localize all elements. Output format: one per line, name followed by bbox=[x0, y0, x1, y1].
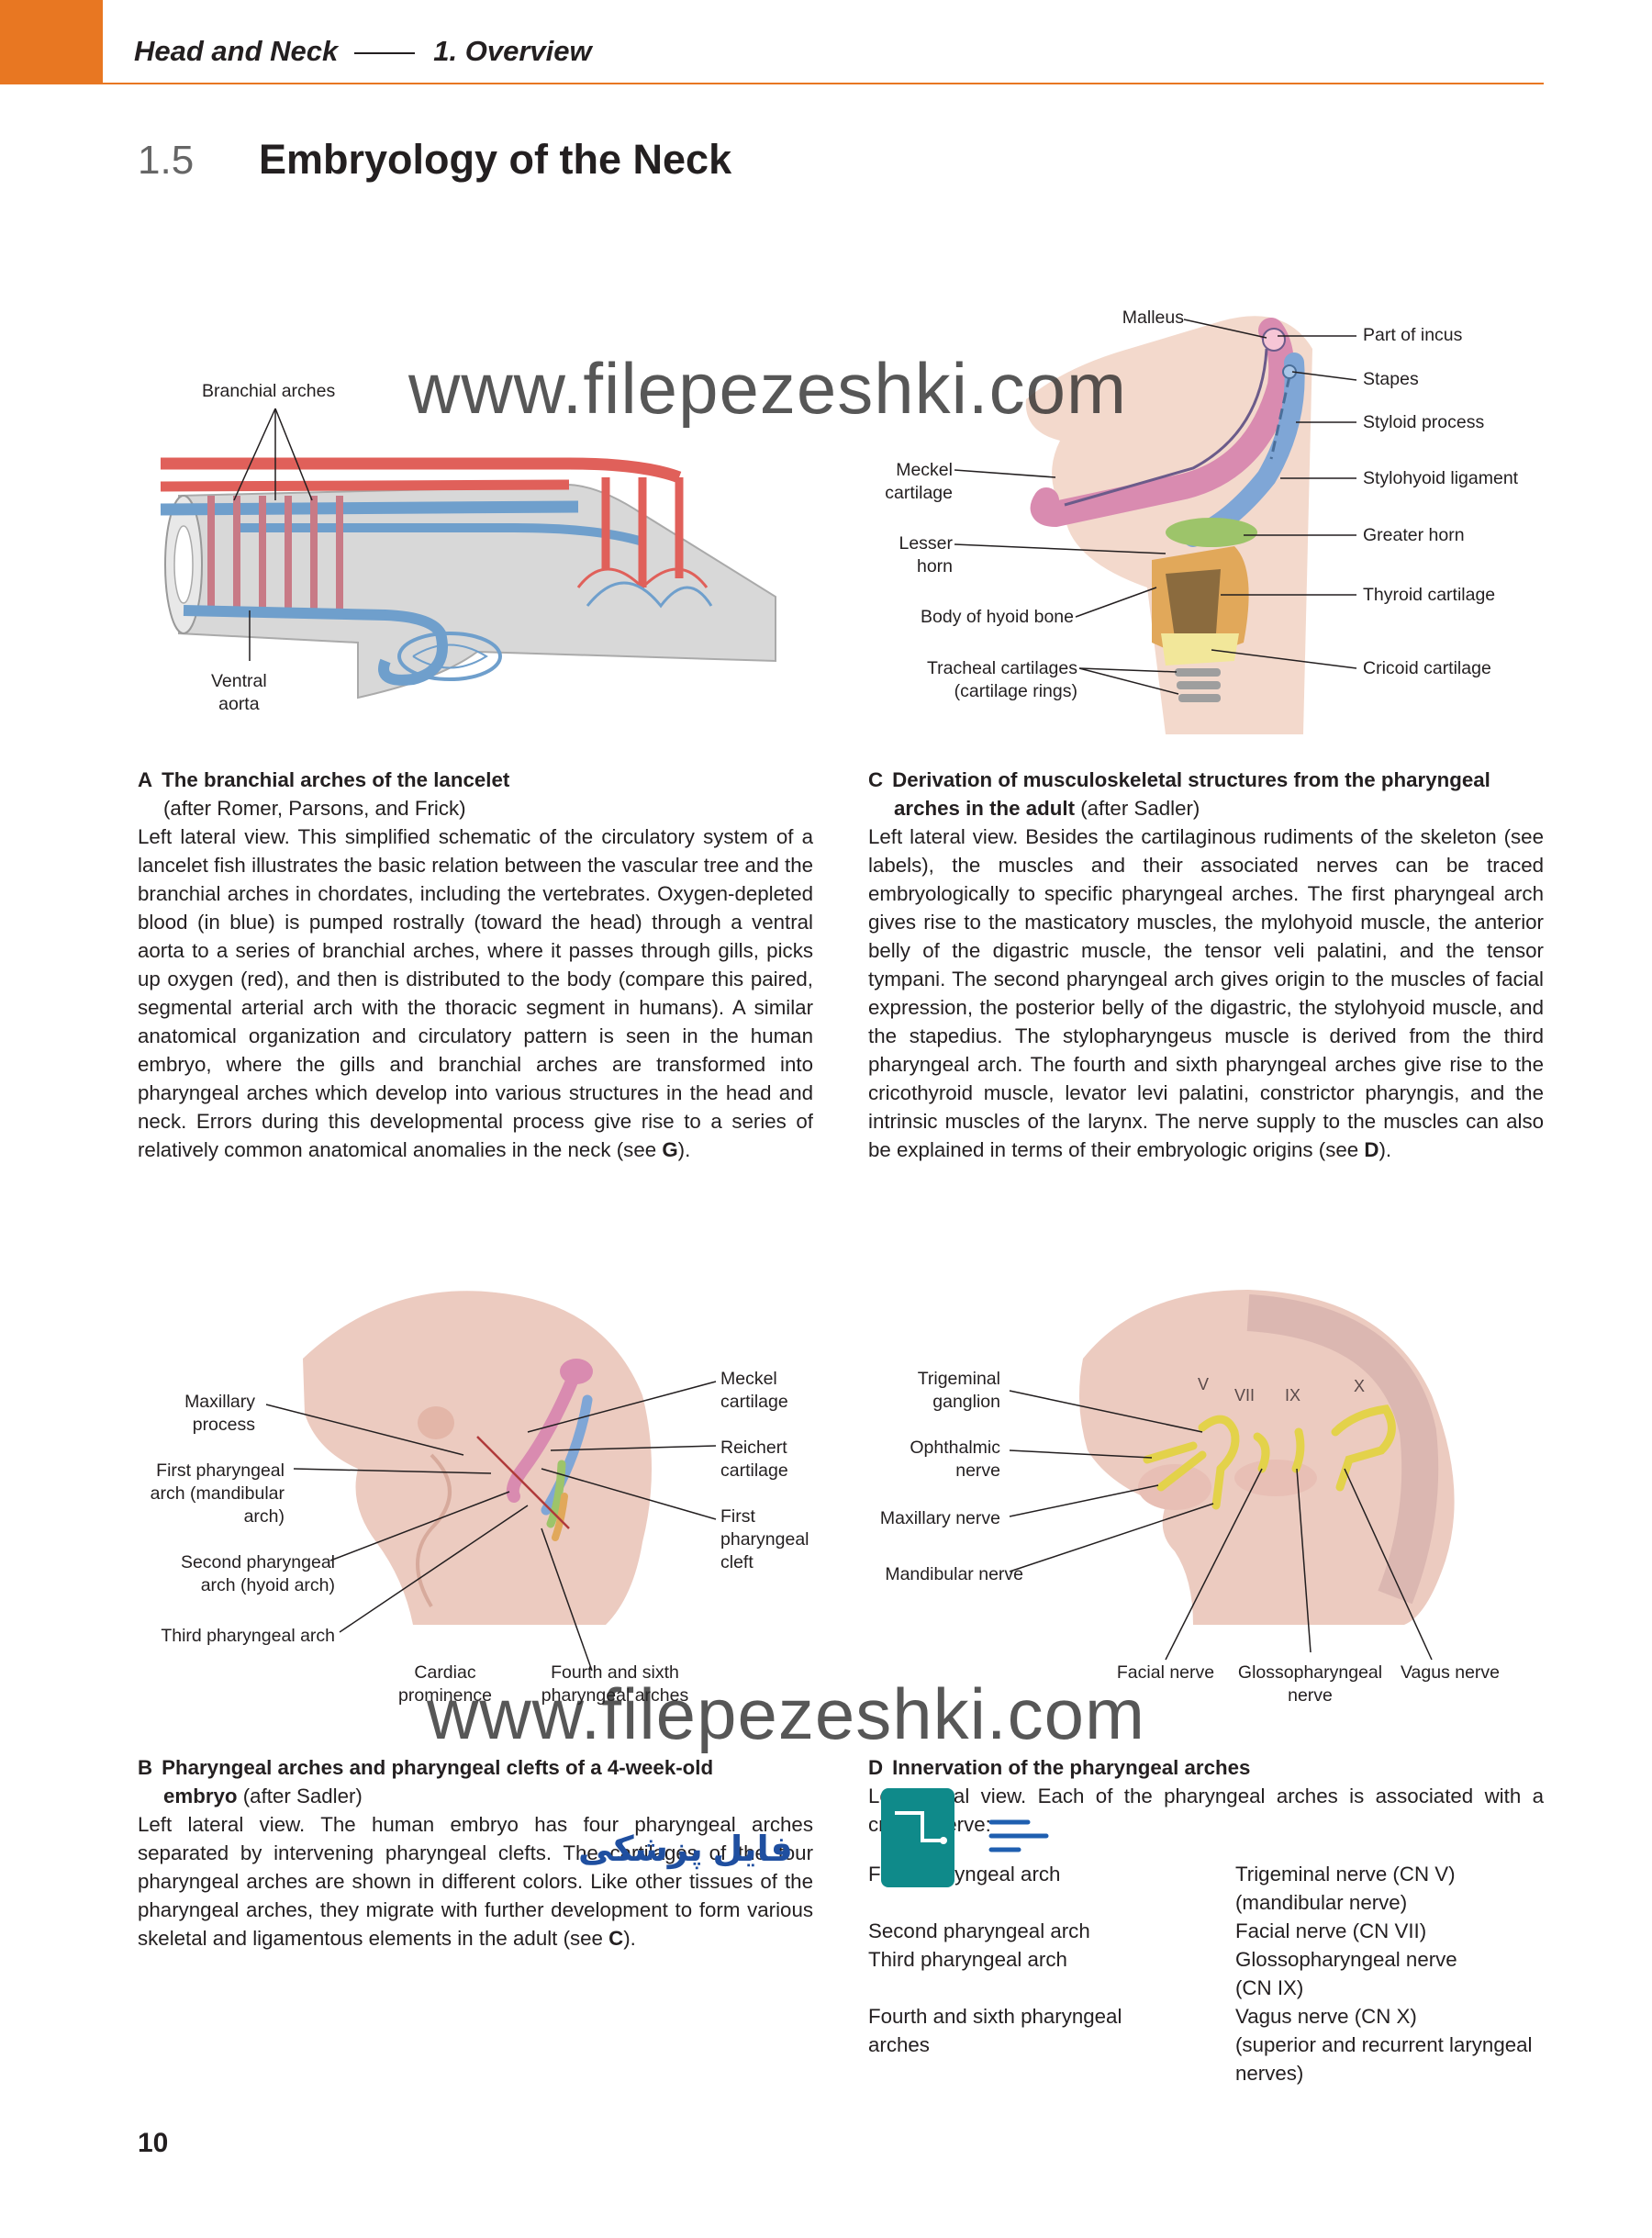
label-stapes: Stapes bbox=[1363, 369, 1419, 389]
caption-c: C Derivation of musculoskeletal structure… bbox=[868, 766, 1544, 1164]
watermark-bottom: www.filepezeshki.com bbox=[427, 1673, 1145, 1754]
label-lesser-horn: Lesser horn bbox=[899, 533, 953, 576]
caption-b-title2: embryo bbox=[163, 1785, 238, 1807]
caption-b-body: Left lateral view. The human embryo has … bbox=[138, 1810, 813, 1953]
label-glossopharyngeal-nerve: Glossopharyngeal nerve bbox=[1237, 1662, 1383, 1706]
roman-v: V bbox=[1198, 1375, 1210, 1393]
nerve-cell: Glossopharyngeal nerve (CN IX) bbox=[1235, 1948, 1457, 1999]
caption-a-ref: G bbox=[662, 1138, 678, 1161]
label-trigeminal-ganglion: Trigeminal ganglion bbox=[917, 1369, 1000, 1412]
caption-d-title-text: Innervation of the pharyngeal arches bbox=[892, 1756, 1251, 1779]
label-third-pharyngeal-arch: Third pharyngeal arch bbox=[161, 1626, 335, 1646]
caption-d: D Innervation of the pharyngeal arches Le… bbox=[868, 1753, 1544, 1839]
running-head: Head and Neck 1. Overview bbox=[134, 35, 592, 68]
roman-x: X bbox=[1354, 1377, 1366, 1395]
caption-b-body-text: Left lateral view. The human embryo has … bbox=[138, 1813, 813, 1950]
caption-a-title: A The branchial arches of the lancelet bbox=[138, 766, 813, 794]
arch-cell: Second pharyngeal arch bbox=[868, 1919, 1090, 1942]
label-maxillary-process: Maxillary process bbox=[184, 1392, 255, 1435]
chapter-tab bbox=[0, 0, 103, 84]
label-cricoid-cartilage: Cricoid cartilage bbox=[1363, 658, 1491, 678]
caption-d-title: D Innervation of the pharyngeal arches bbox=[868, 1753, 1544, 1782]
label-part-of-incus: Part of incus bbox=[1363, 325, 1463, 345]
label-maxillary-nerve: Maxillary nerve bbox=[879, 1508, 1000, 1528]
header-rule bbox=[103, 83, 1544, 84]
caption-c-title-text: Derivation of musculoskeletal structures… bbox=[892, 768, 1490, 791]
label-body-of-hyoid-bone: Body of hyoid bone bbox=[921, 607, 1074, 627]
label-fourth-sixth-arches: Fourth and sixth pharyngeal arches bbox=[541, 1662, 689, 1706]
caption-c-body: Left lateral view. Besides the cartilagi… bbox=[868, 822, 1544, 1164]
arch-cell: Fourth and sixth pharyngeal arches bbox=[868, 2005, 1122, 2056]
label-ventral-aorta: Ventral aorta bbox=[211, 671, 267, 714]
caption-c-body-end: ). bbox=[1379, 1138, 1392, 1161]
caption-c-source: (after Sadler) bbox=[1080, 797, 1200, 820]
caption-d-letter: D bbox=[868, 1756, 884, 1779]
running-head-section: 1. Overview bbox=[433, 35, 592, 67]
caption-b-subtitle: embryo (after Sadler) bbox=[138, 1782, 813, 1810]
label-styloid-process: Styloid process bbox=[1363, 412, 1485, 432]
caption-b-ref: C bbox=[608, 1927, 624, 1950]
innervation-row: First pharyngeal arch Trigeminal nerve (… bbox=[868, 1860, 1547, 1917]
roman-ix: IX bbox=[1285, 1386, 1301, 1404]
caption-a: A The branchial arches of the lancelet (a… bbox=[138, 766, 813, 1164]
caption-c-title2: arches in the adult bbox=[894, 797, 1076, 820]
label-reichert-cartilage: Reichert cartilage bbox=[720, 1438, 788, 1481]
caption-b-title-text: Pharyngeal arches and pharyngeal clefts … bbox=[162, 1756, 714, 1779]
caption-c-ref: D bbox=[1364, 1138, 1379, 1161]
nerve-cell: Vagus nerve (CN X) (superior and recurre… bbox=[1235, 2005, 1533, 2085]
label-meckel-cartilage-c: Meckel cartilage bbox=[885, 460, 953, 503]
caption-c-letter: C bbox=[868, 768, 884, 791]
caption-b-source: (after Sadler) bbox=[242, 1785, 363, 1807]
label-tracheal-cartilages: Tracheal cartilages (cartilage rings) bbox=[926, 658, 1077, 701]
caption-a-letter: A bbox=[138, 768, 153, 791]
caption-c-title: C Derivation of musculoskeletal structure… bbox=[868, 766, 1544, 794]
caption-b-letter: B bbox=[138, 1756, 153, 1779]
caption-b: B Pharyngeal arches and pharyngeal clefts… bbox=[138, 1753, 813, 1953]
label-malleus: Malleus bbox=[1122, 308, 1184, 328]
caption-b-title: B Pharyngeal arches and pharyngeal clefts… bbox=[138, 1753, 813, 1782]
label-facial-nerve: Facial nerve bbox=[1116, 1662, 1215, 1683]
section-number: 1.5 bbox=[138, 138, 195, 183]
caption-a-body: Left lateral view. This simplified schem… bbox=[138, 822, 813, 1164]
label-mandibular-nerve: Mandibular nerve bbox=[885, 1564, 1023, 1584]
label-first-pharyngeal-cleft: First pharyngeal cleft bbox=[720, 1506, 809, 1572]
caption-a-body-end: ). bbox=[677, 1138, 691, 1161]
caption-a-title-text: The branchial arches of the lancelet bbox=[162, 768, 510, 791]
arch-cell: Third pharyngeal arch bbox=[868, 1948, 1067, 1971]
running-head-chapter: Head and Neck bbox=[134, 35, 339, 67]
label-first-pharyngeal-arch: First pharyngeal arch (mandibular arch) bbox=[150, 1460, 285, 1527]
roman-vii: VII bbox=[1234, 1386, 1256, 1404]
innervation-row: Fourth and sixth pharyngeal arches Vagus… bbox=[868, 2002, 1547, 2087]
label-branchial-arches: Branchial arches bbox=[202, 381, 336, 401]
label-cardiac-prominence: Cardiac prominence bbox=[398, 1662, 492, 1706]
label-thyroid-cartilage: Thyroid cartilage bbox=[1363, 585, 1496, 605]
label-meckel-cartilage-b: Meckel cartilage bbox=[720, 1369, 788, 1412]
caption-a-body-text: Left lateral view. This simplified schem… bbox=[138, 825, 813, 1161]
innervation-row: Second pharyngeal arch Facial nerve (CN … bbox=[868, 1917, 1547, 1945]
nerve-cell: Trigeminal nerve (CN V) (mandibular nerv… bbox=[1235, 1863, 1456, 1914]
page-number: 10 bbox=[138, 2128, 169, 2158]
label-vagus-nerve: Vagus nerve bbox=[1400, 1662, 1501, 1683]
logo-text: فایل پزشکی bbox=[578, 1830, 793, 1869]
label-greater-horn: Greater horn bbox=[1363, 525, 1465, 545]
label-ophthalmic-nerve: Ophthalmic nerve bbox=[910, 1438, 1000, 1481]
watermark-top: www.filepezeshki.com bbox=[408, 348, 1127, 429]
label-stylohyoid-ligament: Stylohyoid ligament bbox=[1363, 468, 1519, 488]
caption-b-body-end: ). bbox=[623, 1927, 636, 1950]
caption-c-subtitle: arches in the adult (after Sadler) bbox=[868, 794, 1544, 822]
innervation-row: Third pharyngeal arch Glossopharyngeal n… bbox=[868, 1945, 1547, 2002]
innervation-table: First pharyngeal arch Trigeminal nerve (… bbox=[868, 1860, 1547, 2087]
caption-c-body-text: Left lateral view. Besides the cartilagi… bbox=[868, 825, 1544, 1161]
caption-d-intro: Left lateral view. Each of the pharyngea… bbox=[868, 1785, 1544, 1836]
nerve-cell: Facial nerve (CN VII) bbox=[1235, 1919, 1427, 1942]
section-title: Embryology of the Neck bbox=[259, 136, 732, 183]
label-second-pharyngeal-arch: Second pharyngeal arch (hyoid arch) bbox=[180, 1552, 335, 1595]
running-head-dash bbox=[354, 51, 416, 54]
caption-a-source: (after Romer, Parsons, and Frick) bbox=[163, 797, 466, 820]
